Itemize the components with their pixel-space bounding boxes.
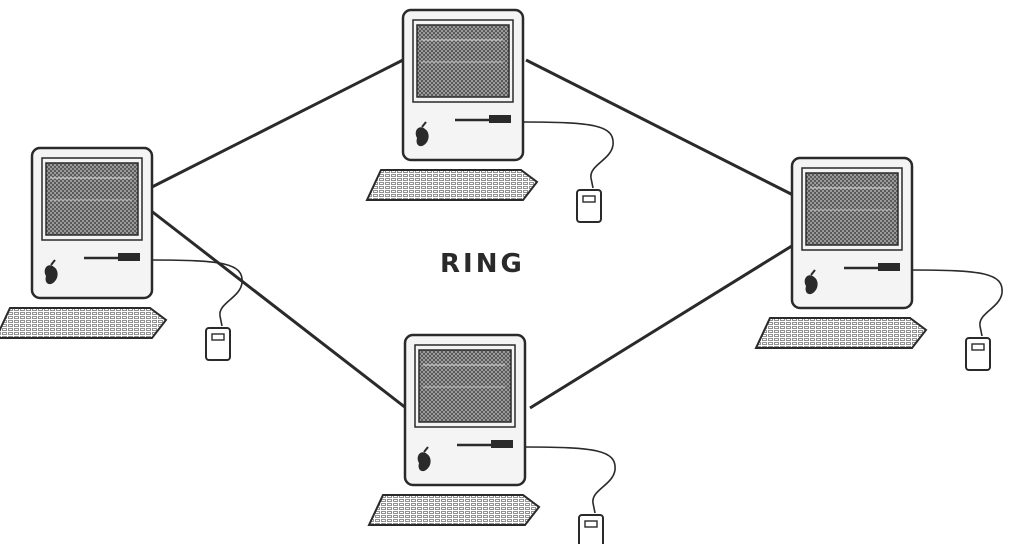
computer-bottom xyxy=(367,333,617,544)
ring-label: RING xyxy=(440,249,525,279)
computer-top xyxy=(365,8,615,224)
link-top-to-right xyxy=(525,58,796,198)
computer-right xyxy=(754,156,1004,372)
link-left-to-top xyxy=(149,58,404,190)
link-bottom-to-left xyxy=(149,208,407,410)
ring-links xyxy=(149,58,796,410)
link-right-to-bottom xyxy=(529,242,796,410)
